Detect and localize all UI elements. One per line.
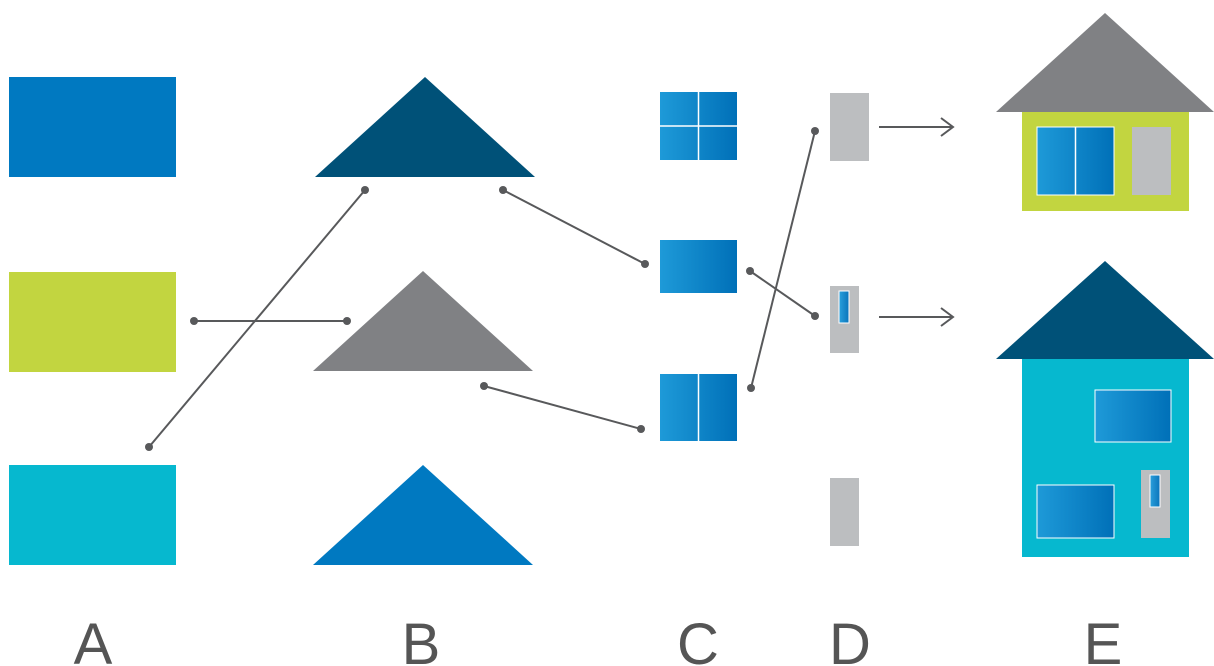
arrow-to-tall-house [879,307,955,327]
tall-house-lower-window [1036,484,1115,539]
gray-roof [313,271,533,371]
label-d: D [829,612,871,666]
label-c: C [677,612,719,666]
cyan-wall [9,465,176,565]
column-b [313,77,535,565]
tall-house [996,261,1214,557]
four-pane-window [660,92,737,160]
door-with-window [830,286,859,353]
connector-navy-roof-wide-window [499,186,649,268]
small-house-door [1132,127,1171,195]
connector-lime-wall-gray-roof [190,317,351,325]
label-e: E [1084,612,1123,666]
blue-roof [313,465,533,565]
connectors [145,127,819,451]
small-house [996,13,1214,211]
connector-wide-window-door-with-window [746,267,819,320]
column-d [830,93,869,546]
connector-gray-roof-two-pane-window [480,382,645,433]
label-b: B [402,612,441,666]
column-e [996,13,1214,557]
column-c [660,92,737,441]
column-a [9,77,176,565]
connector-cyan-wall-navy-roof [145,186,369,451]
blue-wall [9,77,176,177]
wide-window [660,240,737,293]
arrows [879,117,955,327]
tall-house-upper-window [1094,389,1172,443]
small-house-window [1036,126,1115,196]
lime-wall [9,272,176,372]
column-labels: A B C D E [74,612,1123,666]
small-house-roof [996,13,1214,112]
plain-door [830,93,869,161]
arrow-to-small-house [879,117,955,137]
connector-two-pane-window-plain-door [747,127,819,392]
label-a: A [74,612,113,666]
tall-house-roof [996,261,1214,359]
two-pane-window [660,374,737,441]
small-door [830,478,859,546]
tall-house-door [1141,470,1170,538]
navy-roof [315,77,535,177]
